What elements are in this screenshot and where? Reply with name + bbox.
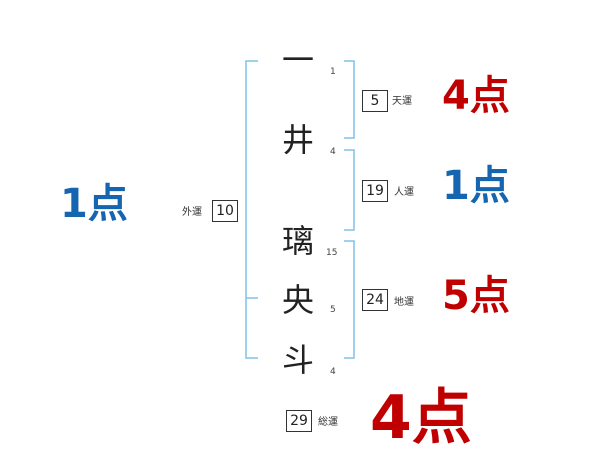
stroke-count-1: 1: [330, 67, 336, 77]
ten-value-box: 5: [362, 90, 388, 112]
name-char-5: 斗: [282, 341, 315, 379]
stroke-count-4: 5: [330, 305, 336, 315]
chi-value-box: 24: [362, 289, 388, 311]
chi-label: 地運: [394, 297, 414, 308]
jin-score: 1点: [442, 163, 510, 209]
name-char-3: 璃: [282, 222, 315, 260]
jin-label: 人運: [394, 187, 414, 198]
ten-score: 4点: [442, 73, 510, 119]
stroke-count-5: 4: [330, 367, 336, 377]
chi-bracket: [344, 240, 355, 359]
so-label: 総運: [318, 417, 338, 428]
gai-score: 1点: [60, 181, 128, 227]
stroke-count-3: 15: [326, 248, 338, 258]
so-score: 4点: [370, 383, 472, 453]
jin-value-box: 19: [362, 180, 388, 202]
gai-label: 外運: [182, 207, 202, 218]
name-char-4: 央: [282, 281, 315, 319]
ten-label: 天運: [392, 96, 412, 107]
outer-bracket: [245, 60, 258, 359]
name-char-2: 井: [282, 121, 315, 159]
gai-value-box: 10: [212, 200, 238, 222]
name-char-1: 一: [282, 41, 315, 79]
ten-bracket: [344, 60, 355, 139]
jin-bracket: [344, 149, 355, 231]
stroke-count-2: 4: [330, 147, 336, 157]
so-value-box: 29: [286, 410, 312, 432]
chi-score: 5点: [442, 273, 510, 319]
